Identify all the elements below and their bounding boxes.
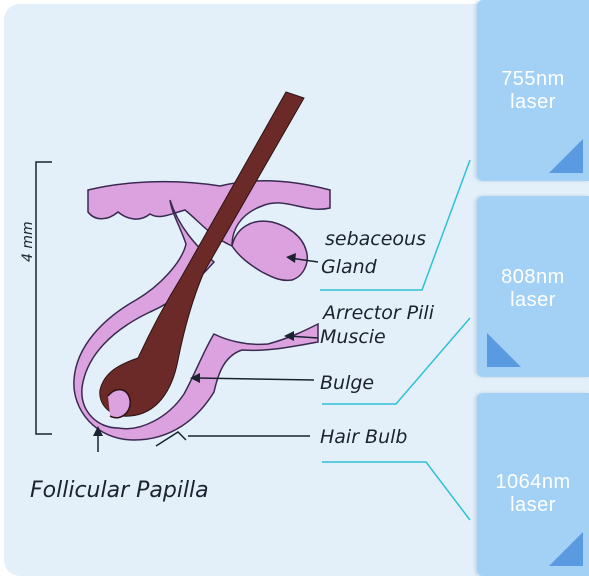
laser-wavelength: 755nm [501, 68, 565, 90]
corner-triangle-icon [487, 333, 521, 367]
skin-tissue [87, 180, 331, 248]
papilla-notch [107, 388, 131, 419]
corner-triangle-icon [549, 139, 583, 173]
laser-cards: 755nm laser 808nm laser 1064nm laser [477, 0, 589, 576]
follicle-sheath [73, 199, 319, 441]
laser-wavelength: 1064nm [495, 471, 571, 493]
follicular-papilla-label: Follicular Papilla [30, 478, 209, 503]
laser-word: laser [510, 91, 556, 113]
muscle-label: Muscie [320, 326, 386, 348]
connector-1064nm [322, 461, 471, 521]
laser-card-label: 808nm laser [477, 266, 589, 312]
hair-bulb-label: Hair Bulb [320, 426, 408, 448]
sebaceous-gland [231, 220, 308, 282]
gland-label: Gland [321, 256, 377, 278]
laser-wavelength: 808nm [501, 266, 565, 288]
hair-bulb-bracket [155, 431, 310, 447]
laser-card-label: 755nm laser [477, 68, 589, 114]
laser-word: laser [510, 289, 556, 311]
bulge-arrow [195, 377, 315, 381]
corner-triangle-icon [549, 532, 583, 566]
depth-bracket [35, 161, 52, 435]
laser-card-1064nm: 1064nm laser [477, 393, 589, 576]
connector-808nm [322, 317, 471, 405]
depth-label: 4 mm [20, 221, 36, 262]
laser-word: laser [510, 494, 556, 516]
laser-card-808nm: 808nm laser [477, 196, 589, 377]
laser-card-755nm: 755nm laser [477, 0, 589, 181]
connector-755nm [320, 159, 471, 291]
sebaceous-label: sebaceous [325, 228, 426, 250]
laser-card-label: 1064nm laser [477, 471, 589, 517]
bulge-label: Bulge [320, 372, 375, 394]
arrector-pili-label: Arrector Pili [323, 302, 434, 324]
